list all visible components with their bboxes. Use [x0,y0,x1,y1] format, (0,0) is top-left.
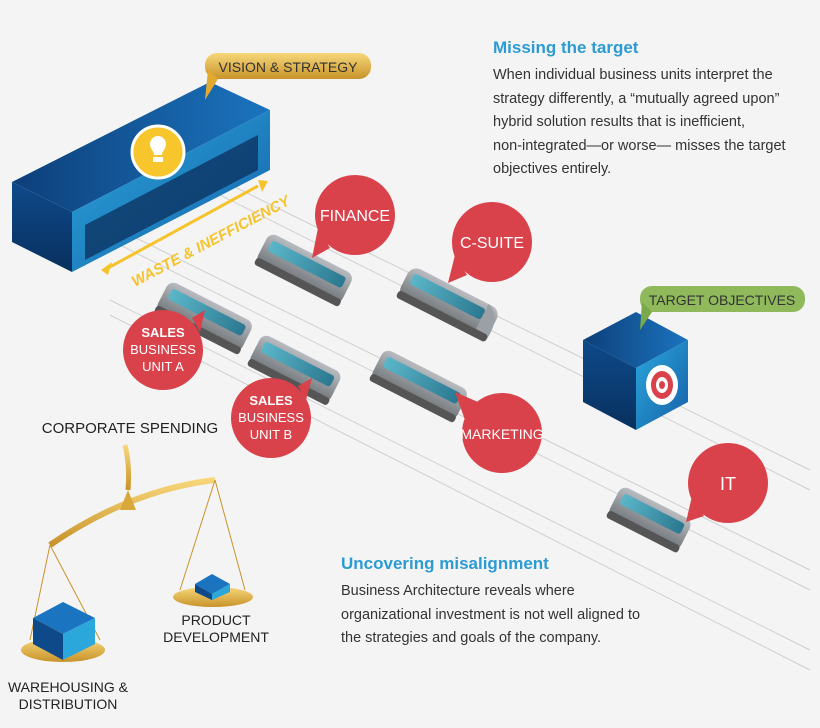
bubble-sales-a-line2: BUSINESS [130,342,196,357]
uncovering-block: Uncovering misalignment Business Archite… [341,554,701,651]
bubble-sales-a: SALES BUSINESS UNIT A [123,310,205,390]
uncovering-line-3: the strategies and goals of the company. [341,630,602,646]
bubble-it: IT [686,443,768,523]
uncovering-title: Uncovering misalignment [341,554,549,573]
target-objectives-label: TARGET OBJECTIVES [649,292,796,308]
train-it [606,487,691,553]
target-objectives-cube [583,312,688,430]
bubble-sales-b-line1: SALES [249,393,293,408]
missing-line-3: hybrid solution results that is ineffici… [493,114,746,130]
bubble-marketing-label: MARKETING [460,426,543,442]
train-sales-b [247,335,341,405]
bubble-sales-b-line2: BUSINESS [238,410,304,425]
uncovering-body: Business Architecture reveals where orga… [341,580,701,651]
missing-line-4: non-integrated—or worse— misses the targ… [493,137,786,154]
product-dev-label-line1: PRODUCT [181,612,251,628]
target-objectives-callout: TARGET OBJECTIVES [640,286,805,330]
bubble-marketing: MARKETING [455,392,544,473]
missing-line-5: objectives entirely. [493,161,612,177]
missing-target-body: When individual business units interpret… [493,64,813,182]
missing-target-block: Missing the target When individual busin… [493,38,813,182]
vision-strategy-callout: VISION & STRATEGY [205,53,371,100]
vision-strategy-box [12,82,270,272]
corporate-spending-label: CORPORATE SPENDING [42,420,218,437]
train-csuite [396,268,498,342]
missing-line-2: strategy differently, a “mutually agreed… [493,90,780,107]
product-dev-label-line2: DEVELOPMENT [163,629,269,645]
bubble-finance-label: FINANCE [320,208,390,225]
warehousing-label-line2: DISTRIBUTION [19,696,118,712]
warehousing-label-line1: WAREHOUSING & [8,679,129,695]
bubble-sales-b-line3: UNIT B [250,427,292,442]
vision-strategy-label: VISION & STRATEGY [219,59,359,75]
bubble-csuite: C-SUITE [448,202,532,283]
bubble-sales-a-line3: UNIT A [142,359,184,374]
bubble-sales-a-line1: SALES [141,325,185,340]
bubble-finance: FINANCE [312,175,395,258]
bubble-it-label: IT [720,474,736,494]
bubble-sales-b: SALES BUSINESS UNIT B [231,378,312,458]
uncovering-line-2: organizational investment is not well al… [341,606,641,623]
missing-target-title: Missing the target [493,38,639,57]
balance-scale [21,444,253,662]
train-finance [254,234,352,307]
uncovering-line-1: Business Architecture reveals where [341,583,575,599]
train-marketing [369,350,467,423]
missing-line-1: When individual business units interpret… [493,67,773,83]
bubble-csuite-label: C-SUITE [460,235,524,252]
